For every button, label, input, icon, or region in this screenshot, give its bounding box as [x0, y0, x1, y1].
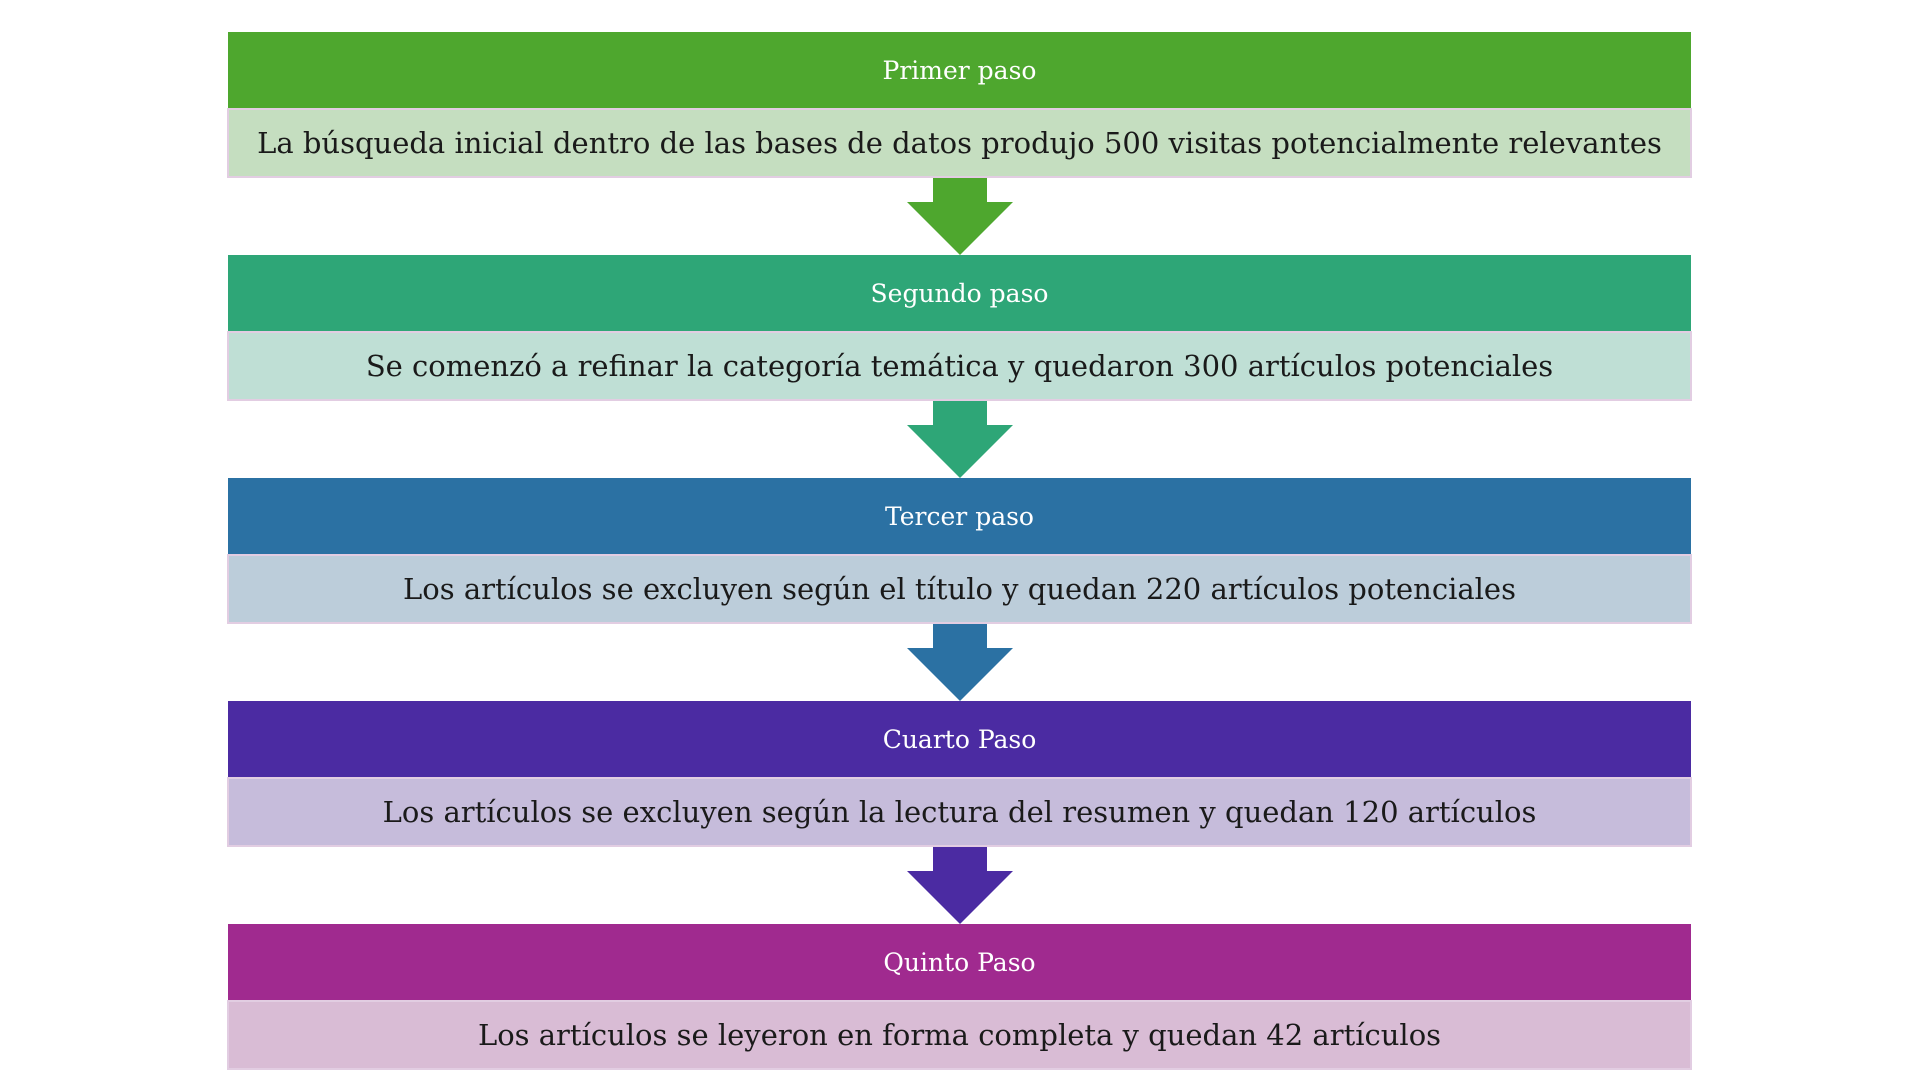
step-5-header: Quinto Paso [228, 924, 1691, 1000]
arrow-down-icon [227, 401, 1692, 478]
step-1-header: Primer paso [228, 32, 1691, 108]
arrow-down-icon [227, 847, 1692, 924]
arrow-down-icon [227, 624, 1692, 701]
step-5-title: Quinto Paso [883, 947, 1036, 977]
step-4-text: Los artículos se excluyen según la lectu… [382, 795, 1537, 829]
step-4-header: Cuarto Paso [228, 701, 1691, 777]
arrow-down-icon [227, 178, 1692, 255]
step-5: Quinto Paso Los artículos se leyeron en … [227, 924, 1692, 1070]
step-2-body: Se comenzó a refinar la categoría temáti… [227, 331, 1692, 401]
step-3-title: Tercer paso [885, 501, 1034, 531]
step-5-body: Los artículos se leyeron en forma comple… [227, 1000, 1692, 1070]
step-2-header: Segundo paso [228, 255, 1691, 331]
step-5-text: Los artículos se leyeron en forma comple… [477, 1018, 1442, 1052]
step-3-text: Los artículos se excluyen según el títul… [403, 572, 1516, 606]
step-2-text: Se comenzó a refinar la categoría temáti… [365, 349, 1554, 383]
flow-diagram: Primer paso La búsqueda inicial dentro d… [227, 32, 1692, 1070]
step-3: Tercer paso Los artículos se excluyen se… [227, 478, 1692, 624]
step-3-body: Los artículos se excluyen según el títul… [227, 554, 1692, 624]
step-1: Primer paso La búsqueda inicial dentro d… [227, 32, 1692, 178]
step-4: Cuarto Paso Los artículos se excluyen se… [227, 701, 1692, 847]
step-1-title: Primer paso [882, 55, 1037, 85]
step-1-text: La búsqueda inicial dentro de las bases … [257, 126, 1662, 160]
step-4-title: Cuarto Paso [882, 724, 1037, 754]
step-2: Segundo paso Se comenzó a refinar la cat… [227, 255, 1692, 401]
step-2-title: Segundo paso [870, 278, 1049, 308]
step-4-body: Los artículos se excluyen según la lectu… [227, 777, 1692, 847]
step-1-body: La búsqueda inicial dentro de las bases … [227, 108, 1692, 178]
step-3-header: Tercer paso [228, 478, 1691, 554]
